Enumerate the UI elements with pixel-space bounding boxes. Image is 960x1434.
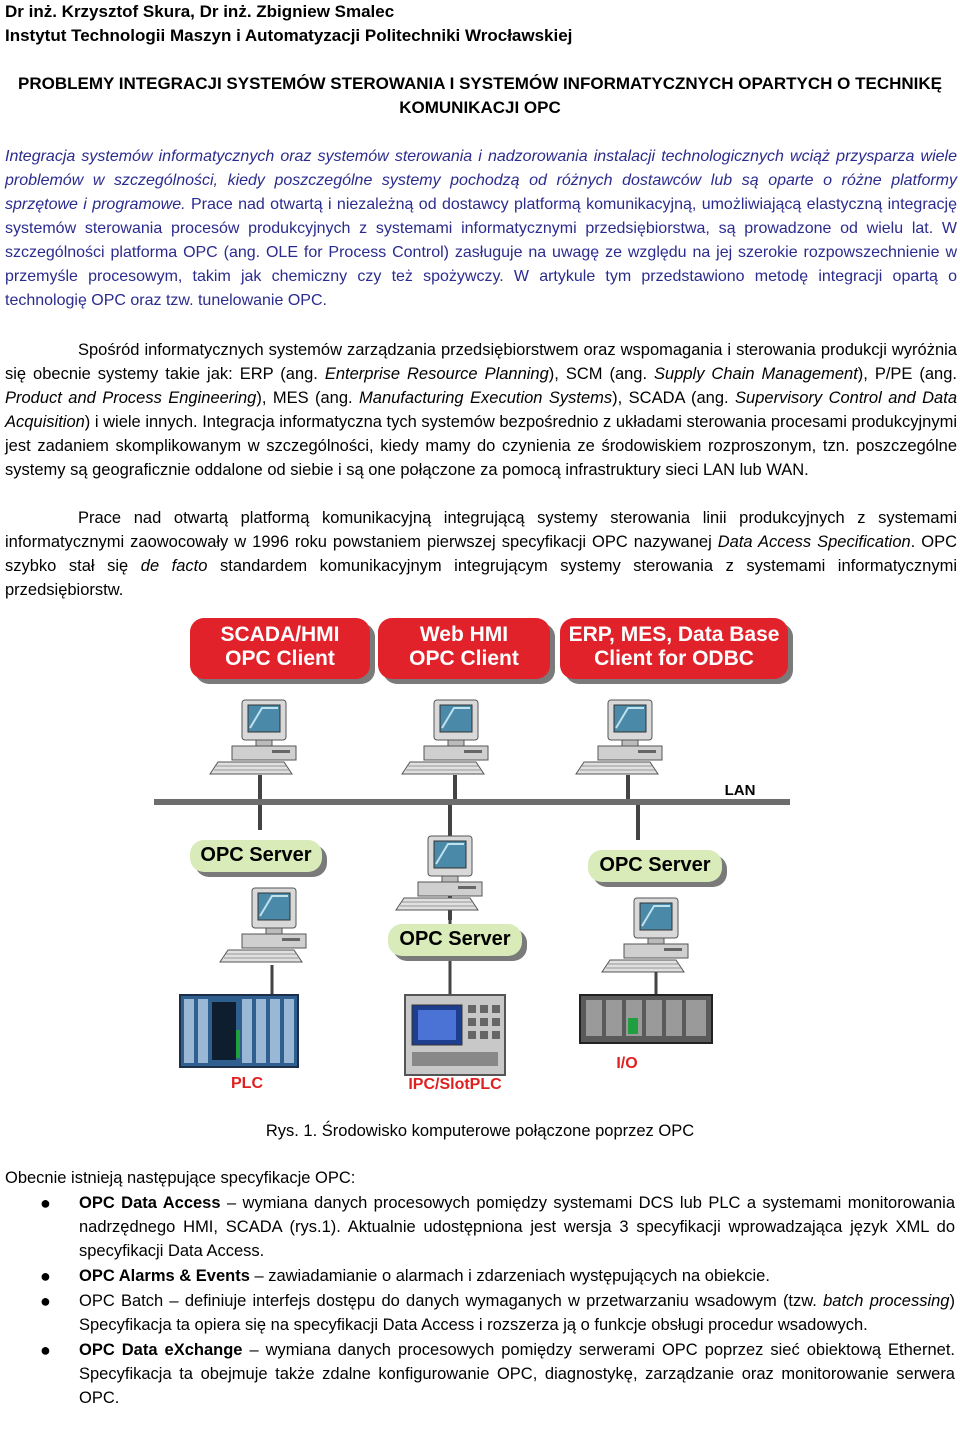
bullet-icon: ● [40,1266,51,1286]
p1-text: ), SCM (ang. [548,365,655,383]
list-item: ● OPC Alarms & Events – zawiadamianie o … [0,1264,955,1288]
p2-term: Data Access Specification [717,533,911,551]
paper-title: PROBLEMY INTEGRACJI SYSTEMÓW STEROWANIA … [17,74,942,117]
p1-term: Enterprise Resource Planning [324,365,549,383]
spec-text: – zawiadamianie o alarmach i zdarzeniach… [249,1267,770,1285]
spec-name: OPC Data Access [79,1194,221,1212]
p1-term: Manufacturing Execution Systems [359,389,613,407]
authors: Dr inż. Krzysztof Skura, Dr inż. Zbignie… [5,2,395,21]
figure-caption: Rys. 1. Środowisko komputerowe połączone… [265,1122,695,1140]
p1-term: Supervisory Control and Data Acquisition [5,389,957,431]
server-pc-2 [395,835,483,911]
bullet-icon: ● [40,1193,51,1213]
opc-architecture-diagram: SCADA/HMI OPC Client Web HMI OPC Client … [150,600,810,1100]
spec-text: – wymiana danych procesowych pomiędzy se… [79,1341,955,1407]
p1-term: Supply Chain Management [654,365,858,383]
p1-text: ), SCADA (ang. [612,389,736,407]
p2-term: de facto [140,557,208,575]
p2-text: standardem komunikacyjnym integrującym s… [5,557,957,599]
spec-name: OPC Batch [79,1292,164,1310]
paragraph-2: Prace nad otwartą platformą komunikacyjn… [5,506,957,602]
io-label: I/O [616,1055,638,1072]
server-box-2: OPC Server [388,924,522,956]
spec-text: – definiuje interfejs dostępu do danych … [163,1292,824,1310]
list-item: ● OPC Batch – definiuje interfejs dostęp… [0,1289,955,1337]
io-device [579,994,713,1044]
p2-text: . OPC szybko stał się [5,533,957,575]
p1-text: ), MES (ang. [256,389,360,407]
spec-term: batch processing [823,1292,950,1310]
ipc-slotplc-device [404,994,506,1076]
list-item: ● OPC Data Access – wymiana danych proce… [0,1191,955,1263]
p1-text: ) i wiele innych. Integracja informatycz… [5,413,957,479]
paragraph-1: Spośród informatycznych systemów zarządz… [5,338,957,482]
lan-label: LAN [724,782,756,799]
p2-text: Prace nad otwartą platformą komunikacyjn… [5,509,957,551]
spec-name: OPC Alarms & Events [79,1267,250,1285]
server-box-1: OPC Server [190,840,322,872]
spec-text: ) Specyfikacja ta opiera się na specyfik… [79,1292,955,1334]
list-item: ● OPC Data eXchange – wymiana danych pro… [0,1338,955,1410]
client-box-scada: SCADA/HMI OPC Client [190,618,370,679]
spec-text: – wymiana danych procesowych pomiędzy sy… [79,1194,955,1260]
client-label: SCADA/HMI [220,623,340,646]
client-pc-1 [209,699,297,775]
client-label: OPC Client [225,647,335,670]
p1-text: Spośród informatycznych systemów zarządz… [5,341,957,383]
bullet-icon: ● [40,1340,51,1360]
abstract: Integracja systemów informatycznych oraz… [5,145,957,313]
authors-block: Dr inż. Krzysztof Skura, Dr inż. Zbignie… [5,0,572,48]
bullet-icon: ● [40,1291,51,1311]
client-pc-2 [401,699,489,775]
client-box-erp: ERP, MES, Data Base Client for ODBC [560,618,788,679]
client-label: OPC Client [409,647,519,670]
client-label: Client for ODBC [594,647,754,670]
server-box-3: OPC Server [588,850,722,882]
client-label: ERP, MES, Data Base [568,623,780,646]
server-pc-1 [219,887,307,963]
plc-device [179,994,299,1068]
p1-text: ), P/PE (ang. [857,365,957,383]
server-pc-3 [601,897,689,973]
client-box-web-hmi: Web HMI OPC Client [378,618,550,679]
specs-intro: Obecnie istnieją następujące specyfikacj… [5,1169,356,1187]
plc-label: PLC [231,1075,263,1092]
institute: Instytut Technologii Maszyn i Automatyza… [5,26,573,45]
specs-list: ● OPC Data Access – wymiana danych proce… [0,1191,955,1411]
abstract-normal: Prace nad otwartą i niezależną od dostaw… [5,196,957,309]
client-label: Web HMI [419,623,509,646]
abstract-italic: Integracja systemów informatycznych oraz… [5,148,957,213]
spec-name: OPC Data eXchange [79,1341,243,1359]
p1-term: Product and Process Engineering [5,389,257,407]
ipc-label: IPC/SlotPLC [408,1076,502,1093]
client-pc-3 [575,699,663,775]
diagram-graphics [154,699,790,1076]
